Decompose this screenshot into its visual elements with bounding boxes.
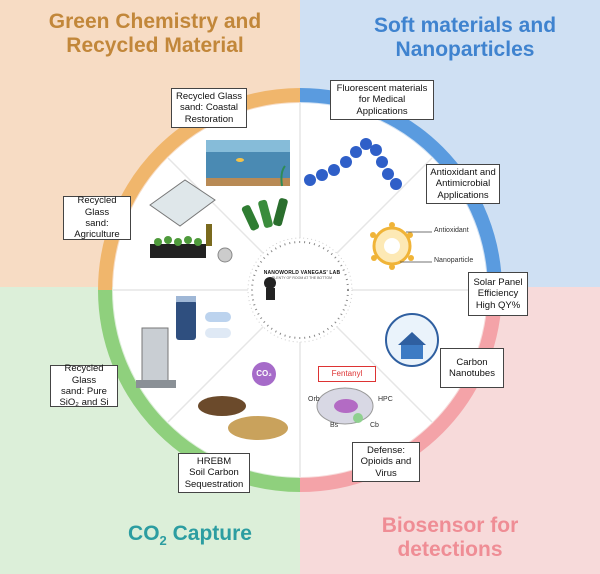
defense-box: Defense: Opioids and Virus — [352, 442, 420, 482]
lab-equipment-illustration — [136, 296, 231, 388]
underwater-illustration — [206, 140, 290, 187]
carbon-nanotubes-box: Carbon Nanotubes — [440, 348, 504, 388]
nanoparticle-label: Nanoparticle — [434, 257, 474, 264]
cb-label: Cb — [370, 422, 379, 429]
agriculture-box: Recycled Glass sand: Agriculture — [63, 195, 131, 240]
biosensor-title: Biosensor for detections — [381, 514, 519, 562]
coastal-restoration-box: Recycled Glass sand: Coastal Restoration — [171, 88, 247, 128]
lab-logo: NANOWORLD VANEGAS' LAB PLENTY OF ROOM AT… — [262, 270, 342, 280]
co2-title-sub: 2 — [159, 533, 167, 549]
ring-arc-co2 — [98, 289, 301, 492]
green-chemistry-title: Green Chemistry and Recycled Material — [48, 10, 262, 58]
soft-materials-title: Soft materials and Nanoparticles — [373, 14, 557, 62]
bs-label: Bs — [330, 422, 339, 429]
co2-bubble: CO₂ — [252, 362, 276, 386]
solar-panel-box: Solar Panel Efficiency High QY% — [468, 272, 528, 316]
co2-capture-title: CO2 Capture — [90, 522, 290, 549]
nanoparticle-illustration — [370, 222, 432, 270]
hpc-label: HPC — [378, 396, 393, 403]
glass-bottles-illustration — [241, 198, 288, 231]
hrebm-box: HREBM Soil Carbon Sequestration — [178, 453, 250, 493]
pure-sio2-box: Recycled Glass sand: Pure SiO₂ and Si — [50, 363, 118, 408]
fentanyl-label: Fentanyl — [318, 366, 376, 382]
co2-title-rest: Capture — [166, 522, 252, 545]
antioxidant-box: Antioxidant and Antimicrobial Applicatio… — [426, 164, 500, 204]
ring-arc-green — [98, 88, 301, 291]
center-speckle — [251, 241, 349, 339]
brain-illustration — [316, 387, 374, 425]
fluorescent-box: Fluorescent materials for Medical Applic… — [330, 80, 434, 120]
lab-logo-icon — [264, 277, 276, 300]
antioxidant-label: Antioxidant — [434, 227, 469, 234]
greenhouse-illustration — [149, 179, 233, 263]
orb-label: Orb — [308, 396, 320, 403]
soil-illustration — [198, 396, 288, 440]
ring-arc-bio — [299, 289, 502, 492]
center-ring — [247, 237, 353, 343]
solar-house-illustration — [385, 313, 439, 367]
co2-title-main: CO — [128, 522, 160, 545]
fluorescent-nanoparticles-illustration — [304, 138, 402, 190]
lab-tagline: PLENTY OF ROOM AT THE BOTTOM — [272, 276, 332, 280]
lab-name: NANOWORLD VANEGAS' LAB — [263, 270, 341, 276]
